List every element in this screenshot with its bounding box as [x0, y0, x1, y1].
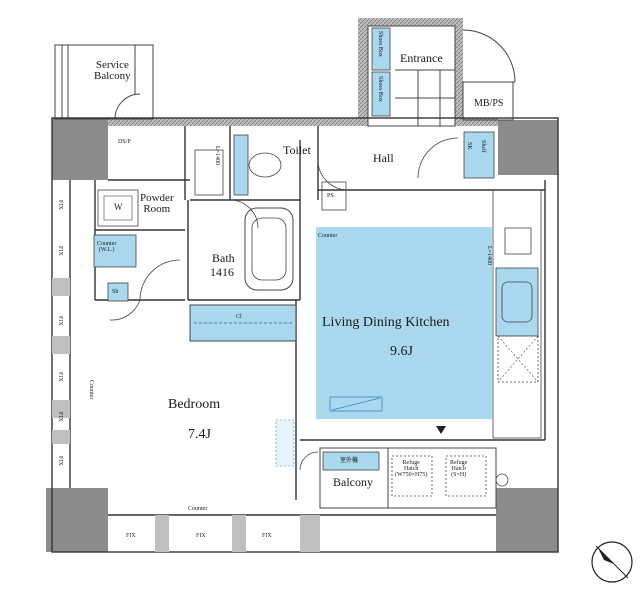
bath-size-label: 1416 — [210, 265, 234, 279]
ps-shaft — [321, 181, 347, 211]
counter-left-label: Counter — [88, 380, 94, 400]
hall-label: Hall — [373, 151, 394, 165]
sh-label: Sh — [112, 289, 119, 295]
refuge-hatch-2 — [445, 455, 487, 497]
ac-outdoor — [322, 451, 380, 471]
structural-columns — [46, 118, 558, 552]
refuge-hatch-1-label: Refuge Hatch (W750×H75) — [395, 460, 428, 478]
bedroom-label: Bedroom — [168, 397, 221, 412]
toilet-bowl — [248, 152, 282, 178]
ldk-label: Living Dining Kitchen — [322, 315, 450, 330]
l1400-label: L=1400 — [214, 146, 220, 166]
ldk-area — [316, 227, 492, 419]
compass-icon — [591, 541, 633, 583]
closet — [189, 304, 297, 342]
kitchen-counter — [492, 189, 542, 439]
fix-label: FIX — [57, 372, 63, 382]
fix-label: FIX — [57, 200, 63, 210]
mbps-label: MB/PS — [474, 98, 504, 109]
counter-top-label: Counter — [318, 233, 338, 239]
service-balcony — [54, 44, 154, 120]
toilet-tank — [194, 149, 224, 196]
hatched-walls — [108, 18, 498, 126]
powder-room-label: Powder Room — [140, 192, 174, 215]
ps-label: PS — [327, 193, 334, 199]
door-swings — [109, 137, 459, 471]
bedroom-size-label: 7.4J — [188, 427, 211, 442]
dps-label: DS/P — [118, 139, 131, 145]
toilet-counter — [233, 134, 249, 196]
counter-wl-label: Counter (W.L.) — [97, 241, 117, 253]
sink — [501, 281, 533, 323]
shoe-cabinet — [107, 282, 129, 302]
service-balcony-label: Service Balcony — [94, 59, 131, 82]
shelf-label: Shelf — [480, 140, 486, 153]
cl-label: Cl — [236, 314, 242, 320]
sk-shelf — [463, 131, 495, 179]
bath-tub — [244, 207, 294, 291]
fix-label: FIX — [57, 456, 63, 466]
refrigerator — [495, 267, 539, 337]
fix-label: FIX — [57, 246, 63, 256]
bottom-windows — [155, 515, 320, 552]
shoes-box-1-label: Shoes Box — [377, 31, 383, 57]
fix-label: FIX — [57, 316, 63, 326]
shoes-box-2 — [371, 71, 391, 117]
sk-label: SK — [466, 142, 472, 150]
counter-bottom-label: Counter — [188, 506, 208, 512]
counter-wl — [93, 234, 137, 268]
shoes-box-2-label: Shoes Box — [377, 76, 383, 102]
refuge-hatch-1 — [391, 455, 433, 497]
toilet-label: Toilet — [283, 143, 311, 157]
entrance-area — [367, 25, 516, 127]
cooktop — [497, 335, 539, 383]
fix-label: FIX — [262, 533, 272, 539]
refuge-hatch-2-label: Refuge Hatch (S×H) — [450, 460, 468, 478]
washer-label: W — [114, 202, 123, 212]
left-windows — [52, 278, 70, 444]
balcony-label: Balcony — [333, 475, 373, 489]
fix-label: FIX — [57, 412, 63, 422]
l1400b-label: L=1400 — [486, 246, 492, 266]
bath-label: Bath — [212, 251, 235, 265]
outdoor-unit-label: 室外機 — [340, 458, 359, 464]
washer — [97, 189, 139, 227]
shoes-box-1 — [371, 27, 391, 71]
fix-label: FIX — [196, 533, 206, 539]
entrance-label: Entrance — [400, 51, 443, 65]
fix-label: FIX — [126, 533, 136, 539]
ldk-size-label: 9.6J — [390, 344, 413, 359]
